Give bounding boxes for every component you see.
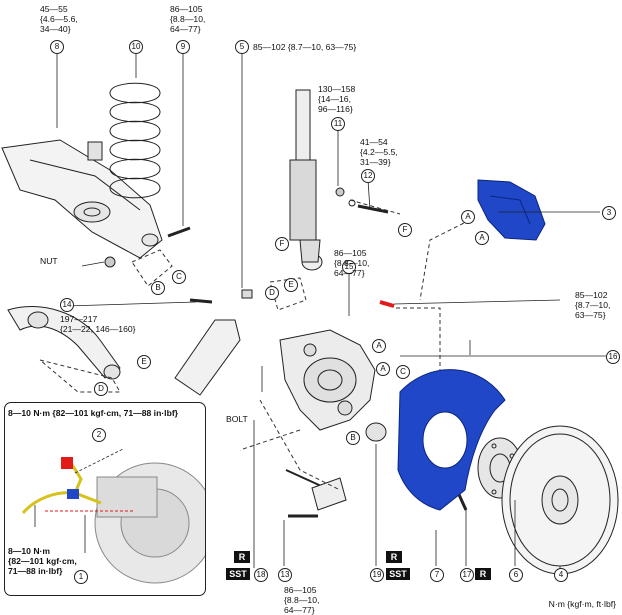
callout-13: 13 xyxy=(278,568,292,582)
inset-drawing xyxy=(21,448,205,584)
bolt-label: BOLT xyxy=(226,414,248,424)
callout-12: 12 xyxy=(361,169,375,183)
callout-19: 19 xyxy=(370,568,384,582)
torque-13: 86—105 {8.8—10, 64—77} xyxy=(284,585,320,615)
callout-7: 7 xyxy=(430,568,444,582)
torque-5: 85—102 {8.7—10, 63—75} xyxy=(253,42,357,52)
marker-e-upper: E xyxy=(284,278,298,292)
sst-mark-19: SST xyxy=(386,568,410,580)
callout-3: 3 xyxy=(602,206,616,220)
callout-11: 11 xyxy=(331,117,345,131)
brake-caliper xyxy=(477,179,546,241)
torque-8: 45—55 {4.6—5.6, 34—40} xyxy=(40,4,78,34)
marker-f-left: F xyxy=(275,237,289,251)
inset-torque-bottom: 8—10 N·m {82—101 kgf·cm, 71—88 in·lbf} xyxy=(8,546,77,576)
callout-2: 2 xyxy=(92,428,106,442)
marker-d-lower: D xyxy=(94,382,108,396)
marker-f-right: F xyxy=(398,223,412,237)
nut-label: NUT xyxy=(40,256,58,266)
marker-c: C xyxy=(172,270,186,284)
torque-red-bolt: 85—102 {8.7—10, 63—75} xyxy=(575,290,611,320)
marker-a-knuckle2: A xyxy=(376,362,390,376)
callout-9: 9 xyxy=(176,40,190,54)
callout-16: 16 xyxy=(606,350,620,364)
callout-1: 1 xyxy=(74,570,88,584)
callout-17: 17 xyxy=(460,568,474,582)
torque-15: 86—105 {8.8—10, 64—77} xyxy=(334,248,370,278)
torque-12: 41—54 {4.2—5.5, 31—39} xyxy=(360,137,398,167)
knuckle xyxy=(279,329,376,431)
red-bolt-icon xyxy=(379,300,395,308)
torque-14: 197—217 {21—22, 146—160} xyxy=(60,314,136,334)
callout-5: 5 xyxy=(235,40,249,54)
marker-b-knuckle: B xyxy=(346,431,360,445)
callout-4: 4 xyxy=(554,568,568,582)
coil-spring xyxy=(109,82,161,199)
units-footer: N·m {kgf·m, ft·lbf} xyxy=(548,599,616,609)
marker-a-upper: A xyxy=(461,210,475,224)
callout-15: 15 xyxy=(342,260,356,274)
marker-a-lower: A xyxy=(475,231,489,245)
torque-9: 86—105 {8.8—10, 64—77} xyxy=(170,4,206,34)
marker-a-knuckle: A xyxy=(372,339,386,353)
marker-d-upper: D xyxy=(265,286,279,300)
callout-10: 10 xyxy=(129,40,143,54)
sst-mark-18: SST xyxy=(226,568,250,580)
marker-c-knuckle: C xyxy=(396,365,410,379)
r-mark-19: R xyxy=(386,551,402,563)
callout-18: 18 xyxy=(254,568,268,582)
dust-shield xyxy=(397,369,506,511)
marker-e-lower: E xyxy=(137,355,151,369)
marker-b: B xyxy=(151,281,165,295)
brake-disc xyxy=(501,425,619,575)
inset-torque-top: 8—10 N·m {82—101 kgf·cm, 71—88 in·lbf} xyxy=(8,408,179,418)
callout-8: 8 xyxy=(50,40,64,54)
callout-6: 6 xyxy=(509,568,523,582)
shock-absorber xyxy=(289,89,323,271)
torque-11: 130—158 {14—16, 96—116} xyxy=(318,84,356,114)
r-mark-17: R xyxy=(475,568,491,580)
r-mark-18: R xyxy=(234,551,250,563)
callout-14: 14 xyxy=(60,298,74,312)
